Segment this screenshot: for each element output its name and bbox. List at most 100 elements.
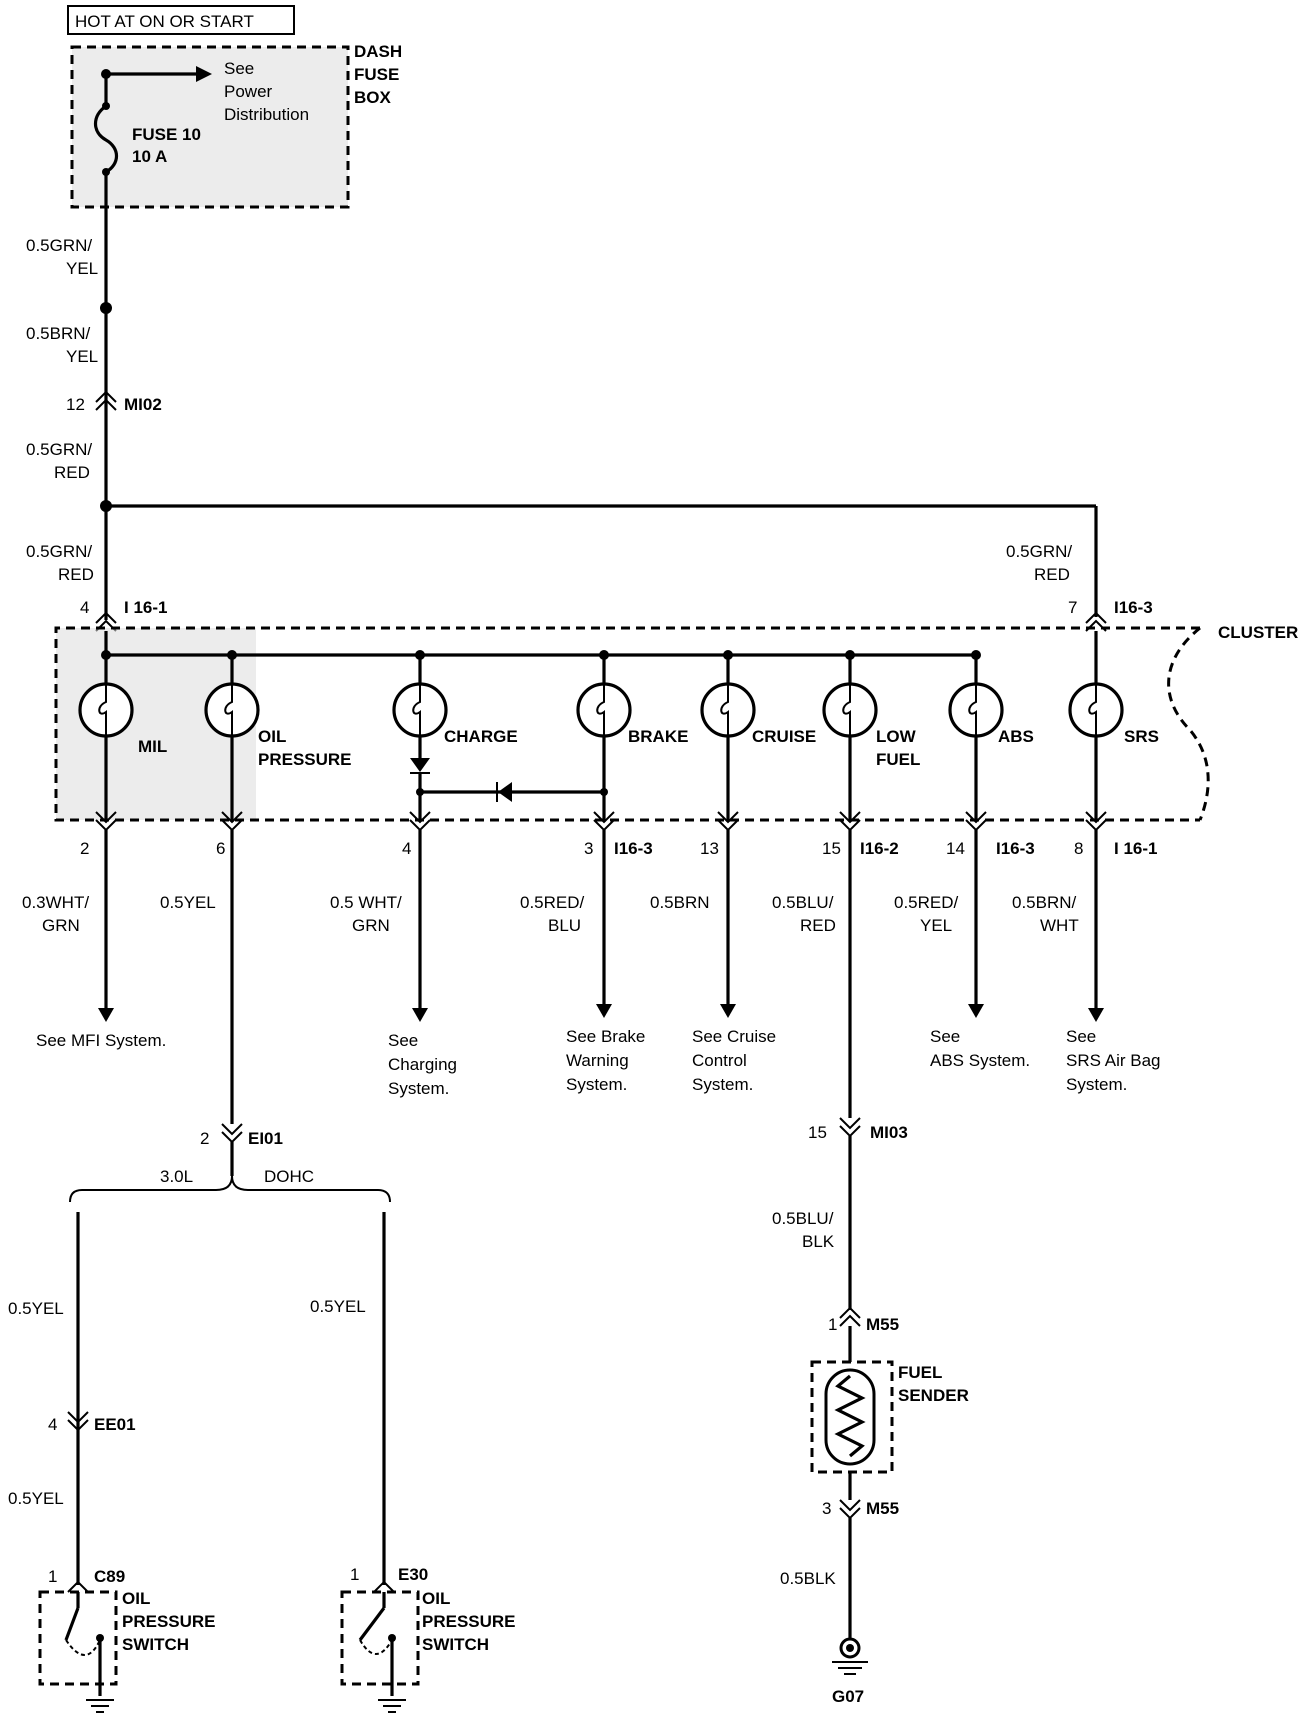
fuse-box-label-3: BOX [354,88,392,107]
header-box [67,5,295,35]
fuse-box-label-1: DASH [354,42,402,61]
wire-label: 0.5BRN/ [26,324,91,343]
connector-name: MI03 [870,1123,908,1142]
switch-label: OIL [122,1589,150,1608]
connector-name: EI01 [248,1129,283,1148]
wire-label: 0.5YEL [8,1299,64,1318]
connector-name: I16-3 [614,839,653,858]
destination-ref: System. [566,1075,627,1094]
indicator-lamp-charge: CHARGE [392,682,518,746]
arrow-down-icon [1088,1008,1104,1022]
wire-label: RED [54,463,90,482]
fuel-sender-label: SENDER [898,1386,969,1405]
variant-label-left: 3.0L [160,1167,193,1186]
wire-label: 0.5GRN/ [26,236,92,255]
variant-brace [69,1175,391,1203]
wire-label: 0.5RED/ [520,893,585,912]
connector-name: M55 [866,1315,899,1334]
connector-pin: 3 [822,1499,831,1518]
lamp-label: FUEL [876,750,920,769]
connector-mi02-icon [95,390,117,411]
fuel-sender-label: FUEL [898,1363,942,1382]
variant-label-right: DOHC [264,1167,314,1186]
switch-label: SWITCH [422,1635,489,1654]
lamp-label: CRUISE [752,727,816,746]
fuse-icon [93,104,119,174]
splice-dot [100,302,112,314]
wire-label: 0.5YEL [310,1297,366,1316]
connector-name: I16-3 [1114,598,1153,617]
indicator-lamp-low: LOW FUEL [822,682,920,769]
connector-pin: 2 [80,839,89,858]
destination-ref: See [1066,1027,1096,1046]
connector-name: E30 [398,1565,428,1584]
lamp-label: PRESSURE [258,750,352,769]
wire-label: 0.5GRN/ [26,440,92,459]
destination-ref: Charging [388,1055,457,1074]
wire-label: RED [1034,565,1070,584]
oil-pressure-switch-c89: 1 C89 OIL PRESSURE SWITCH [38,1567,216,1713]
destination-ref: Control [692,1051,747,1070]
lamp-label: LOW [876,727,917,746]
connector-name: I16-3 [996,839,1035,858]
switch-label: PRESSURE [122,1612,216,1631]
ground-label: G07 [832,1687,864,1706]
connector-name: I 16-1 [124,598,167,617]
lamp-label: BRAKE [628,727,688,746]
switch-label: OIL [422,1589,450,1608]
lamp-label: SRS [1124,727,1159,746]
destination-ref: System. [1066,1075,1127,1094]
fuse-name: FUSE 10 [132,125,201,144]
diode-icon [410,758,430,772]
wire-label: 0.5BRN [650,893,710,912]
lamp-label: MIL [138,737,167,756]
destination-ref: See MFI System. [36,1031,166,1050]
fuse-box-label-2: FUSE [354,65,399,84]
arrow-down-icon [596,1004,612,1018]
connector-pin: 12 [66,395,85,414]
fuse-rating: 10 A [132,147,167,166]
fuel-sender: FUEL SENDER [810,1360,969,1474]
connector-pin: 4 [402,839,411,858]
connector-name: MI02 [124,395,162,414]
connector-name: C89 [94,1567,125,1586]
destination-ref: See Brake [566,1027,645,1046]
indicator-lamp-mil: MIL [78,682,167,756]
arrow-right-icon [196,66,212,82]
diode-icon [498,782,512,802]
wire-label: WHT [1040,916,1079,935]
connector-pin: 2 [200,1129,209,1148]
destination-ref: See Cruise [692,1027,776,1046]
wire-label: 0.5BLU/ [772,893,834,912]
connector-pin: 3 [584,839,593,858]
connector-pin: 1 [350,1565,359,1584]
wire-label: BLU [548,916,581,935]
switch-label: PRESSURE [422,1612,516,1631]
wire-label: BLK [802,1232,835,1251]
connector-name: EE01 [94,1415,136,1434]
wire-label: 0.5BLK [780,1569,836,1588]
connector-pin: 15 [808,1123,827,1142]
connector-pin: 4 [80,598,89,617]
wire-label: 0.5GRN/ [26,542,92,561]
destination-ref: System. [388,1079,449,1098]
indicator-lamp-srs: SRS [1068,682,1159,746]
wire-label: YEL [66,347,98,366]
wire-label: 0.5BLU/ [772,1209,834,1228]
indicator-lamp-abs: ABS [948,682,1034,746]
destination-ref: See [930,1027,960,1046]
wire-label: YEL [920,916,952,935]
wire-label: 0.5YEL [160,893,216,912]
arrow-down-icon [720,1004,736,1018]
cluster-label: CLUSTER [1218,623,1298,642]
connector-pin: 14 [946,839,965,858]
switch-label: SWITCH [122,1635,189,1654]
connector-ei01-icon [221,1123,243,1144]
lamp-label: CHARGE [444,727,518,746]
resistor-icon [834,1374,866,1458]
connector-pin: 4 [48,1415,57,1434]
destination-ref: Warning [566,1051,629,1070]
wire-label: RED [58,565,94,584]
